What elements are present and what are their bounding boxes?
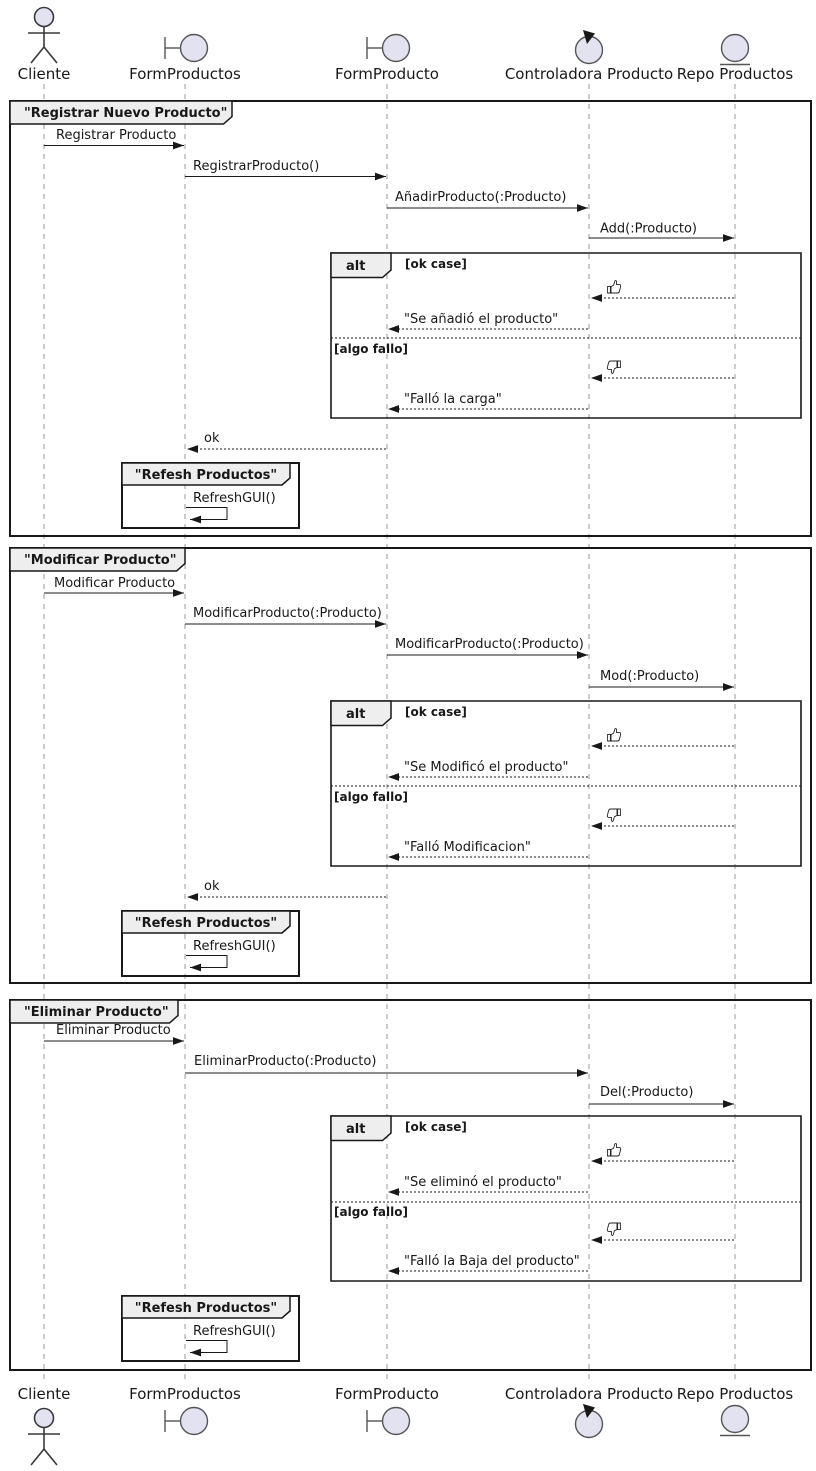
message-label: "Falló la carga" bbox=[404, 392, 502, 407]
frame-title: "Refesh Productos" bbox=[135, 468, 277, 483]
lifelines bbox=[43, 84, 736, 1384]
refresh-frame: "Refesh Productos" RefreshGUI() bbox=[121, 910, 300, 977]
participant-label-repo: Repo Productos bbox=[677, 65, 794, 83]
thumbs-up-icon bbox=[607, 1143, 622, 1157]
actor-icon bbox=[28, 6, 60, 64]
message-label: Registrar Producto bbox=[56, 128, 176, 143]
guard-label: [algo fallo] bbox=[334, 1205, 408, 1219]
frame-eliminar: "Eliminar Producto" Eliminar Producto El… bbox=[9, 999, 812, 1371]
boundary-icon bbox=[164, 33, 209, 63]
alt-operator-tab bbox=[330, 700, 392, 727]
alt-fragment: alt [ok case] "Se eliminó el producto" [… bbox=[330, 1115, 802, 1282]
frame-border bbox=[9, 547, 812, 984]
message-label: AñadirProducto(:Producto) bbox=[395, 190, 566, 205]
participant-label-cliente: Cliente bbox=[18, 65, 71, 83]
participant-label-cliente: Cliente bbox=[18, 1385, 71, 1403]
control-icon bbox=[574, 30, 604, 65]
frame-title: "Modificar Producto" bbox=[24, 553, 177, 568]
frame-title: "Eliminar Producto" bbox=[24, 1005, 169, 1020]
self-message-arrow bbox=[186, 1340, 228, 1357]
guard-label: [algo fallo] bbox=[334, 342, 408, 356]
frame-title: "Refesh Productos" bbox=[135, 916, 277, 931]
message-label: Modificar Producto bbox=[54, 576, 175, 591]
frame-title-tab bbox=[9, 547, 186, 572]
alt-border bbox=[330, 1115, 802, 1282]
message-label: EliminarProducto(:Producto) bbox=[194, 1054, 376, 1069]
participant-label-formproducto: FormProducto bbox=[335, 1385, 439, 1403]
alt-operator-label: alt bbox=[346, 259, 365, 274]
guard-label: [ok case] bbox=[405, 705, 467, 719]
frame-title-tab bbox=[9, 100, 233, 125]
message-label: "Se eliminó el producto" bbox=[404, 1175, 562, 1190]
message-label: RegistrarProducto() bbox=[193, 159, 319, 174]
frame-title-tab bbox=[121, 910, 291, 934]
alt-operator-label: alt bbox=[346, 707, 365, 722]
participant-label-controladora: Controladora Producto bbox=[505, 1385, 673, 1403]
message-label: Add(:Producto) bbox=[600, 222, 697, 237]
frame-title-tab bbox=[9, 999, 179, 1024]
message-label: ModificarProducto(:Producto) bbox=[193, 606, 382, 621]
frame-title-tab bbox=[121, 462, 291, 486]
thumbs-down-icon bbox=[606, 1222, 621, 1236]
participant-label-formproductos: FormProductos bbox=[129, 1385, 241, 1403]
control-icon bbox=[574, 1404, 604, 1439]
alt-border bbox=[330, 700, 802, 867]
participants-bottom: Cliente FormProductos FormProducto Contr… bbox=[18, 1385, 794, 1466]
participants-top: Cliente FormProductos FormProducto Contr… bbox=[18, 6, 794, 83]
alt-operator-tab bbox=[330, 1115, 392, 1142]
refresh-frame: "Refesh Productos" RefreshGUI() bbox=[121, 462, 300, 529]
message-label: RefreshGUI() bbox=[193, 1324, 276, 1339]
message-label: "Falló la Baja del producto" bbox=[404, 1254, 580, 1269]
message-label: Eliminar Producto bbox=[56, 1023, 171, 1038]
alt-operator-label: alt bbox=[346, 1122, 365, 1137]
participant-label-controladora: Controladora Producto bbox=[505, 65, 673, 83]
entity-icon bbox=[720, 1404, 750, 1437]
message-label: "Se añadió el producto" bbox=[404, 312, 558, 327]
frame-title: "Registrar Nuevo Producto" bbox=[24, 106, 227, 121]
thumbs-down-icon bbox=[606, 360, 621, 374]
message-label: ok bbox=[204, 431, 220, 446]
guard-label: [ok case] bbox=[405, 1120, 467, 1134]
guard-label: [ok case] bbox=[405, 257, 467, 271]
alt-operator-tab bbox=[330, 252, 392, 279]
self-message-arrow bbox=[186, 507, 228, 524]
message-label: Del(:Producto) bbox=[600, 1085, 693, 1100]
message-label: ok bbox=[204, 879, 220, 894]
message-label: "Falló Modificacion" bbox=[404, 840, 531, 855]
alt-fragment: alt [ok case] "Se añadió el producto" [a… bbox=[330, 252, 802, 419]
message-label: "Se Modificó el producto" bbox=[404, 760, 569, 775]
frame-border bbox=[9, 999, 812, 1371]
actor-icon bbox=[28, 1407, 60, 1466]
refresh-frame: "Refesh Productos" RefreshGUI() bbox=[121, 1295, 300, 1362]
self-message-arrow bbox=[186, 955, 228, 972]
message-label: ModificarProducto(:Producto) bbox=[395, 637, 584, 652]
boundary-icon bbox=[366, 33, 411, 63]
boundary-icon bbox=[366, 1406, 411, 1436]
frame-registrar: "Registrar Nuevo Producto" Registrar Pro… bbox=[9, 100, 812, 537]
guard-label: [algo fallo] bbox=[334, 790, 408, 804]
frame-title-tab bbox=[121, 1295, 291, 1319]
alt-border bbox=[330, 252, 802, 419]
thumbs-down-icon bbox=[606, 808, 621, 822]
frame-modificar: "Modificar Producto" Modificar Producto … bbox=[9, 547, 812, 984]
thumbs-up-icon bbox=[607, 280, 622, 294]
participant-label-formproducto: FormProducto bbox=[335, 65, 439, 83]
boundary-icon bbox=[164, 1406, 209, 1436]
entity-icon bbox=[720, 33, 750, 66]
message-label: Mod(:Producto) bbox=[600, 669, 699, 684]
alt-fragment: alt [ok case] "Se Modificó el producto" … bbox=[330, 700, 802, 867]
message-label: RefreshGUI() bbox=[193, 939, 276, 954]
frame-border bbox=[9, 100, 812, 537]
frame-title: "Refesh Productos" bbox=[135, 1301, 277, 1316]
participant-label-formproductos: FormProductos bbox=[129, 65, 241, 83]
thumbs-up-icon bbox=[607, 728, 622, 742]
message-label: RefreshGUI() bbox=[193, 491, 276, 506]
participant-label-repo: Repo Productos bbox=[677, 1385, 794, 1403]
